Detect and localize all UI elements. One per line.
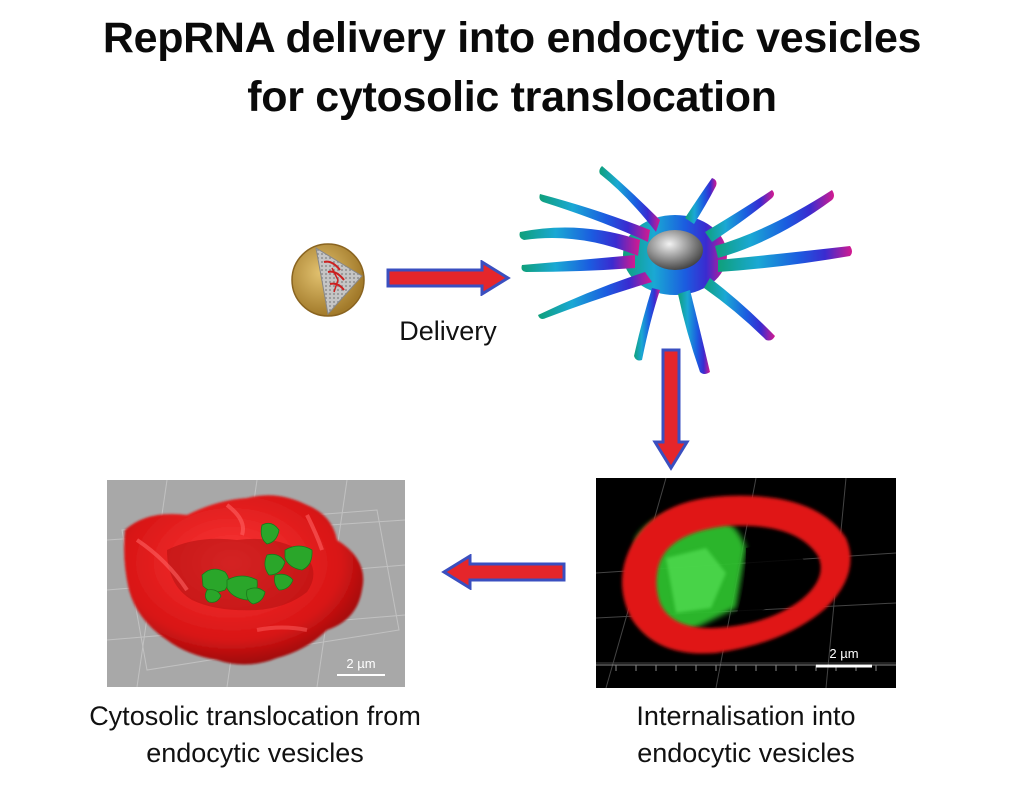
- arrow-right-delivery: [386, 260, 511, 296]
- scale-bar-cytosolic: 2 µm: [346, 656, 376, 671]
- cytosolic-caption-line2: endocytic vesicles: [146, 738, 364, 768]
- cytosolic-translocation-microscopy-image: 2 µm: [107, 480, 405, 687]
- internalisation-microscopy-image: 2 µm: [596, 478, 896, 688]
- delivery-label: Delivery: [399, 316, 497, 346]
- diagram-title-line1: RepRNA delivery into endocytic vesicles: [102, 14, 922, 62]
- internalisation-caption-line2: endocytic vesicles: [637, 738, 855, 768]
- internalisation-caption-line1: Internalisation into: [636, 701, 856, 731]
- nanoparticle-icon: [291, 243, 365, 317]
- dendritic-cell-icon: [519, 166, 852, 374]
- scale-bar-internalisation: 2 µm: [829, 646, 859, 661]
- arrow-down-internalisation: [652, 348, 690, 471]
- arrow-left-translocation: [441, 554, 566, 590]
- diagram-title-line2: for cytosolic translocation: [247, 73, 777, 121]
- cytosolic-caption-line1: Cytosolic translocation from: [89, 701, 421, 731]
